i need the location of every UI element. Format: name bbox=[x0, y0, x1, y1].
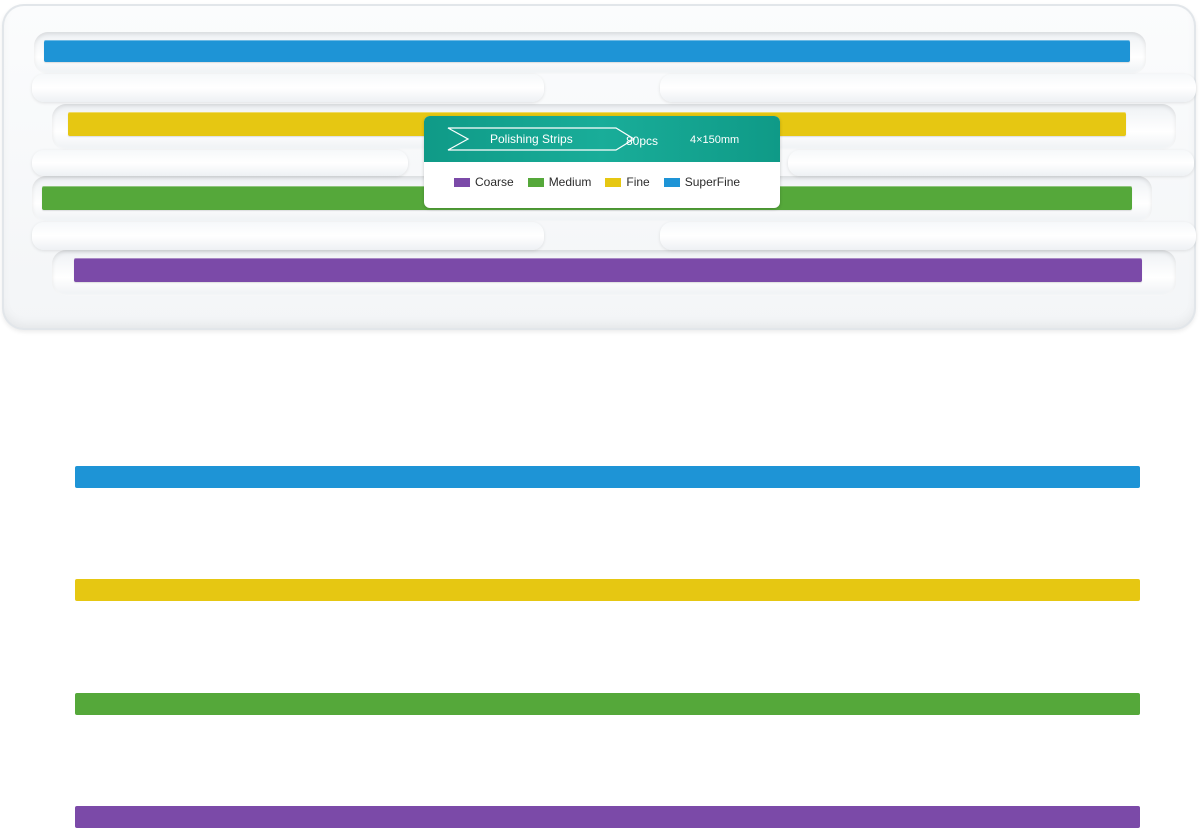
tray-divider-left-3 bbox=[32, 222, 544, 250]
legend-label-coarse: Coarse bbox=[475, 175, 514, 189]
legend-item-superfine: SuperFine bbox=[663, 175, 741, 189]
label-header-band: Polishing Strips 80pcs 4×150mm bbox=[424, 116, 780, 162]
loose-strip-superfine bbox=[75, 466, 1140, 488]
loose-strip-coarse bbox=[75, 806, 1140, 828]
legend-swatch-fine bbox=[605, 177, 622, 187]
legend-item-coarse: Coarse bbox=[454, 175, 514, 189]
legend-item-fine: Fine bbox=[605, 175, 650, 189]
tray-divider-left-2 bbox=[32, 150, 408, 176]
legend-swatch-coarse bbox=[454, 177, 470, 187]
label-size: 4×150mm bbox=[690, 134, 740, 146]
arrow-icon bbox=[447, 127, 636, 151]
legend-label-fine: Fine bbox=[626, 175, 650, 189]
tray-strip-coarse bbox=[74, 258, 1142, 282]
tray-divider-right-2 bbox=[788, 150, 1194, 176]
tray-divider-right-3 bbox=[660, 222, 1196, 250]
label-title: Polishing Strips bbox=[490, 132, 573, 146]
product-label: Polishing Strips 80pcs 4×150mm Coarse Me… bbox=[424, 116, 780, 208]
legend-label-superfine: SuperFine bbox=[684, 175, 741, 189]
label-count: 80pcs bbox=[626, 134, 659, 148]
grade-legend: Coarse Medium Fine SuperFine bbox=[454, 174, 754, 190]
legend-label-medium: Medium bbox=[548, 175, 592, 189]
loose-strip-fine bbox=[75, 579, 1140, 601]
tray-divider-left-1 bbox=[32, 74, 544, 102]
loose-strip-medium bbox=[75, 693, 1140, 715]
legend-item-medium: Medium bbox=[527, 175, 592, 189]
tray-divider-right-1 bbox=[660, 74, 1196, 102]
strip-tray: Polishing Strips 80pcs 4×150mm Coarse Me… bbox=[2, 4, 1196, 330]
tray-strip-superfine bbox=[44, 40, 1130, 62]
legend-swatch-medium bbox=[527, 177, 544, 187]
legend-swatch-superfine bbox=[663, 177, 680, 187]
